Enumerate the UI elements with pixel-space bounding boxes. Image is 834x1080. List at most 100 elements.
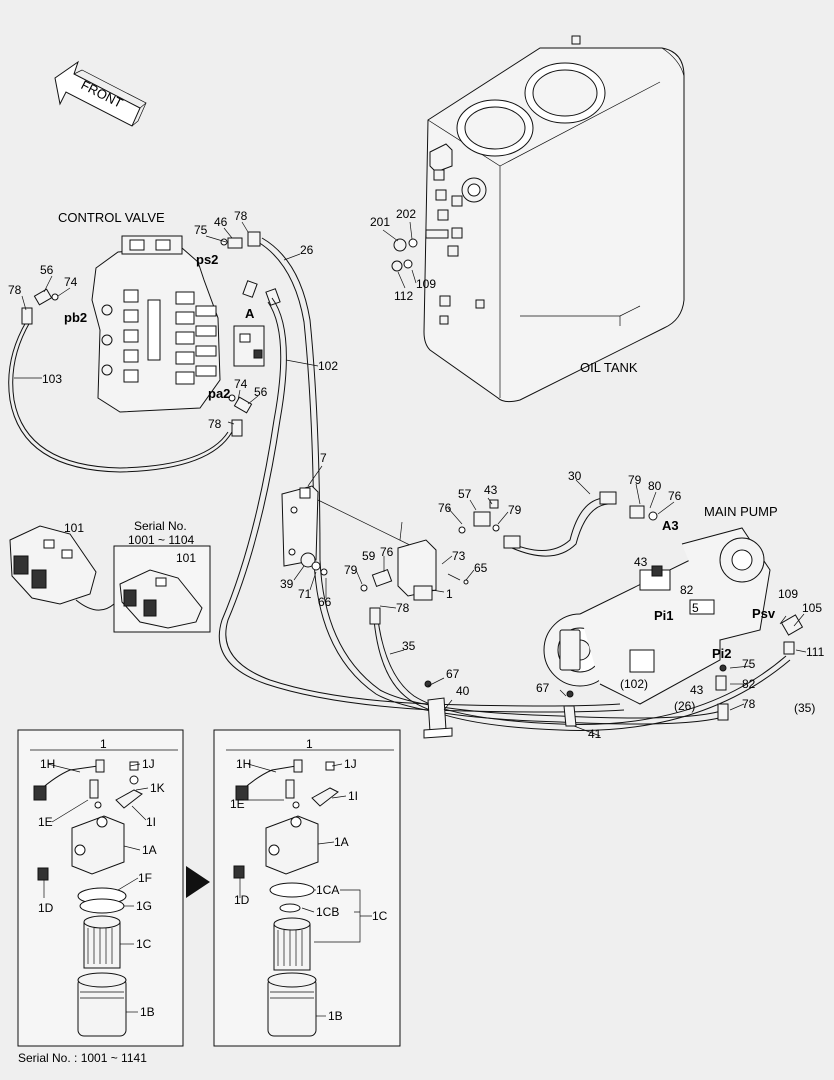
callout-label: 40 bbox=[456, 684, 470, 698]
callout-label: 65 bbox=[474, 561, 488, 575]
leader-lines bbox=[14, 221, 807, 1017]
control-valve-heading: CONTROL VALVE bbox=[58, 210, 165, 225]
detail-label: 1H bbox=[236, 757, 251, 771]
callout-label: 74 bbox=[234, 377, 248, 391]
callout-label: 78 bbox=[742, 697, 756, 711]
detail-label: 1CA bbox=[316, 883, 339, 897]
callout-label: 78 bbox=[8, 283, 22, 297]
callout-label: 82 bbox=[742, 677, 756, 691]
detail-label: 1CB bbox=[316, 905, 339, 919]
callout-label: (35) bbox=[794, 701, 815, 715]
callout-label: 76 bbox=[380, 545, 394, 559]
detail-label: 1H bbox=[40, 757, 55, 771]
detail-right-top: 1 bbox=[306, 737, 313, 751]
callout-label: Pi2 bbox=[712, 646, 732, 661]
arrow-right-icon bbox=[186, 866, 210, 898]
callout-label: 79 bbox=[344, 563, 358, 577]
callout-label: Pi1 bbox=[654, 608, 674, 623]
callout-label: 43 bbox=[690, 683, 704, 697]
callout-labels: 78 56 74 pb2 103 75 46 78 ps2 26 A 102 7… bbox=[8, 207, 825, 741]
solenoid-valve-a bbox=[233, 280, 281, 367]
callout-label: pb2 bbox=[64, 310, 87, 325]
callout-label: 75 bbox=[742, 657, 756, 671]
callout-label: 78 bbox=[234, 209, 248, 223]
detail-label: 1J bbox=[344, 757, 357, 771]
callout-label: 56 bbox=[40, 263, 54, 277]
callout-label: 105 bbox=[802, 601, 822, 615]
callout-label: 67 bbox=[446, 667, 460, 681]
part-101-assembly bbox=[9, 525, 115, 611]
callout-label: 43 bbox=[484, 483, 498, 497]
main-pump-heading: MAIN PUMP bbox=[704, 504, 778, 519]
detail-label: 1I bbox=[146, 815, 156, 829]
callout-label: 76 bbox=[438, 501, 452, 515]
callout-label: 26 bbox=[300, 243, 314, 257]
callout-label: 66 bbox=[318, 595, 332, 609]
callout-label: pa2 bbox=[208, 386, 230, 401]
serial-inset-line2: 1001 ~ 1104 bbox=[128, 533, 195, 547]
detail-label: 1D bbox=[234, 893, 250, 907]
detail-label: 1G bbox=[136, 899, 152, 913]
hoses bbox=[8, 237, 791, 731]
detail-label: 1B bbox=[140, 1005, 155, 1019]
callout-label: 75 bbox=[194, 223, 208, 237]
control-valve bbox=[91, 235, 221, 413]
callout-label: (26) bbox=[674, 699, 695, 713]
callout-label: 1 bbox=[446, 587, 453, 601]
callout-label: 109 bbox=[416, 277, 436, 291]
callout-label: 35 bbox=[402, 639, 416, 653]
callout-label: ps2 bbox=[196, 252, 218, 267]
callout-label: 82 bbox=[680, 583, 694, 597]
callout-label: (102) bbox=[620, 677, 648, 691]
callout-label: 103 bbox=[42, 372, 62, 386]
bracket-and-selector-valve bbox=[281, 485, 500, 601]
callout-label: 101 bbox=[64, 521, 84, 535]
detail-box-right bbox=[213, 729, 401, 1047]
callout-label: 102 bbox=[318, 359, 338, 373]
callout-label: 57 bbox=[458, 487, 472, 501]
callout-label: 80 bbox=[648, 479, 662, 493]
callout-label: A bbox=[245, 306, 255, 321]
detail-label: 1J bbox=[142, 757, 155, 771]
detail-label: 1E bbox=[230, 797, 245, 811]
callout-label: 79 bbox=[628, 473, 642, 487]
callout-label: 39 bbox=[280, 577, 294, 591]
callout-label: 111 bbox=[806, 645, 825, 659]
callout-label: Psv bbox=[752, 606, 776, 621]
fittings bbox=[21, 231, 804, 721]
detail-box-left bbox=[17, 729, 184, 1047]
detail-label: 1E bbox=[38, 815, 53, 829]
callout-label: 59 bbox=[362, 549, 376, 563]
front-arrow: FRONT bbox=[54, 60, 147, 127]
callout-label: 74 bbox=[64, 275, 78, 289]
callout-label: 43 bbox=[634, 555, 648, 569]
callout-label: 112 bbox=[394, 289, 413, 303]
callout-label: 7 bbox=[320, 451, 327, 465]
callout-label: 46 bbox=[214, 215, 228, 229]
valve-spools bbox=[123, 289, 217, 385]
detail-left-labels: 1 1H 1J 1K 1E 1I 1A 1F 1D 1G 1C 1B bbox=[38, 737, 165, 1019]
callout-label: 71 bbox=[298, 587, 312, 601]
callout-label: 5 bbox=[692, 601, 699, 615]
tank-port-fittings bbox=[425, 169, 485, 325]
oil-tank bbox=[382, 35, 685, 403]
footer-serial: Serial No. : 1001 ~ 1141 bbox=[18, 1051, 147, 1065]
detail-label: 1C bbox=[136, 937, 152, 951]
callout-label: 73 bbox=[452, 549, 466, 563]
callout-label: 41 bbox=[588, 727, 602, 741]
callout-label: 56 bbox=[254, 385, 268, 399]
detail-label: 1I bbox=[348, 789, 358, 803]
callout-label: 67 bbox=[536, 681, 550, 695]
detail-label: 1K bbox=[150, 781, 165, 795]
callout-label: 79 bbox=[508, 503, 522, 517]
serial-inset-part: 101 bbox=[176, 551, 196, 565]
callout-label: 78 bbox=[396, 601, 410, 615]
main-pump bbox=[543, 527, 771, 705]
callout-label: 76 bbox=[668, 489, 682, 503]
detail-right-labels: 1 1H 1J 1E 1I 1A 1CA 1D 1CB 1C 1B bbox=[230, 737, 388, 1023]
detail-label: 1D bbox=[38, 901, 54, 915]
detail-label: 1F bbox=[138, 871, 152, 885]
serial-inset-box: Serial No. 1001 ~ 1104 101 bbox=[113, 519, 211, 633]
serial-inset-line1: Serial No. bbox=[134, 519, 187, 533]
